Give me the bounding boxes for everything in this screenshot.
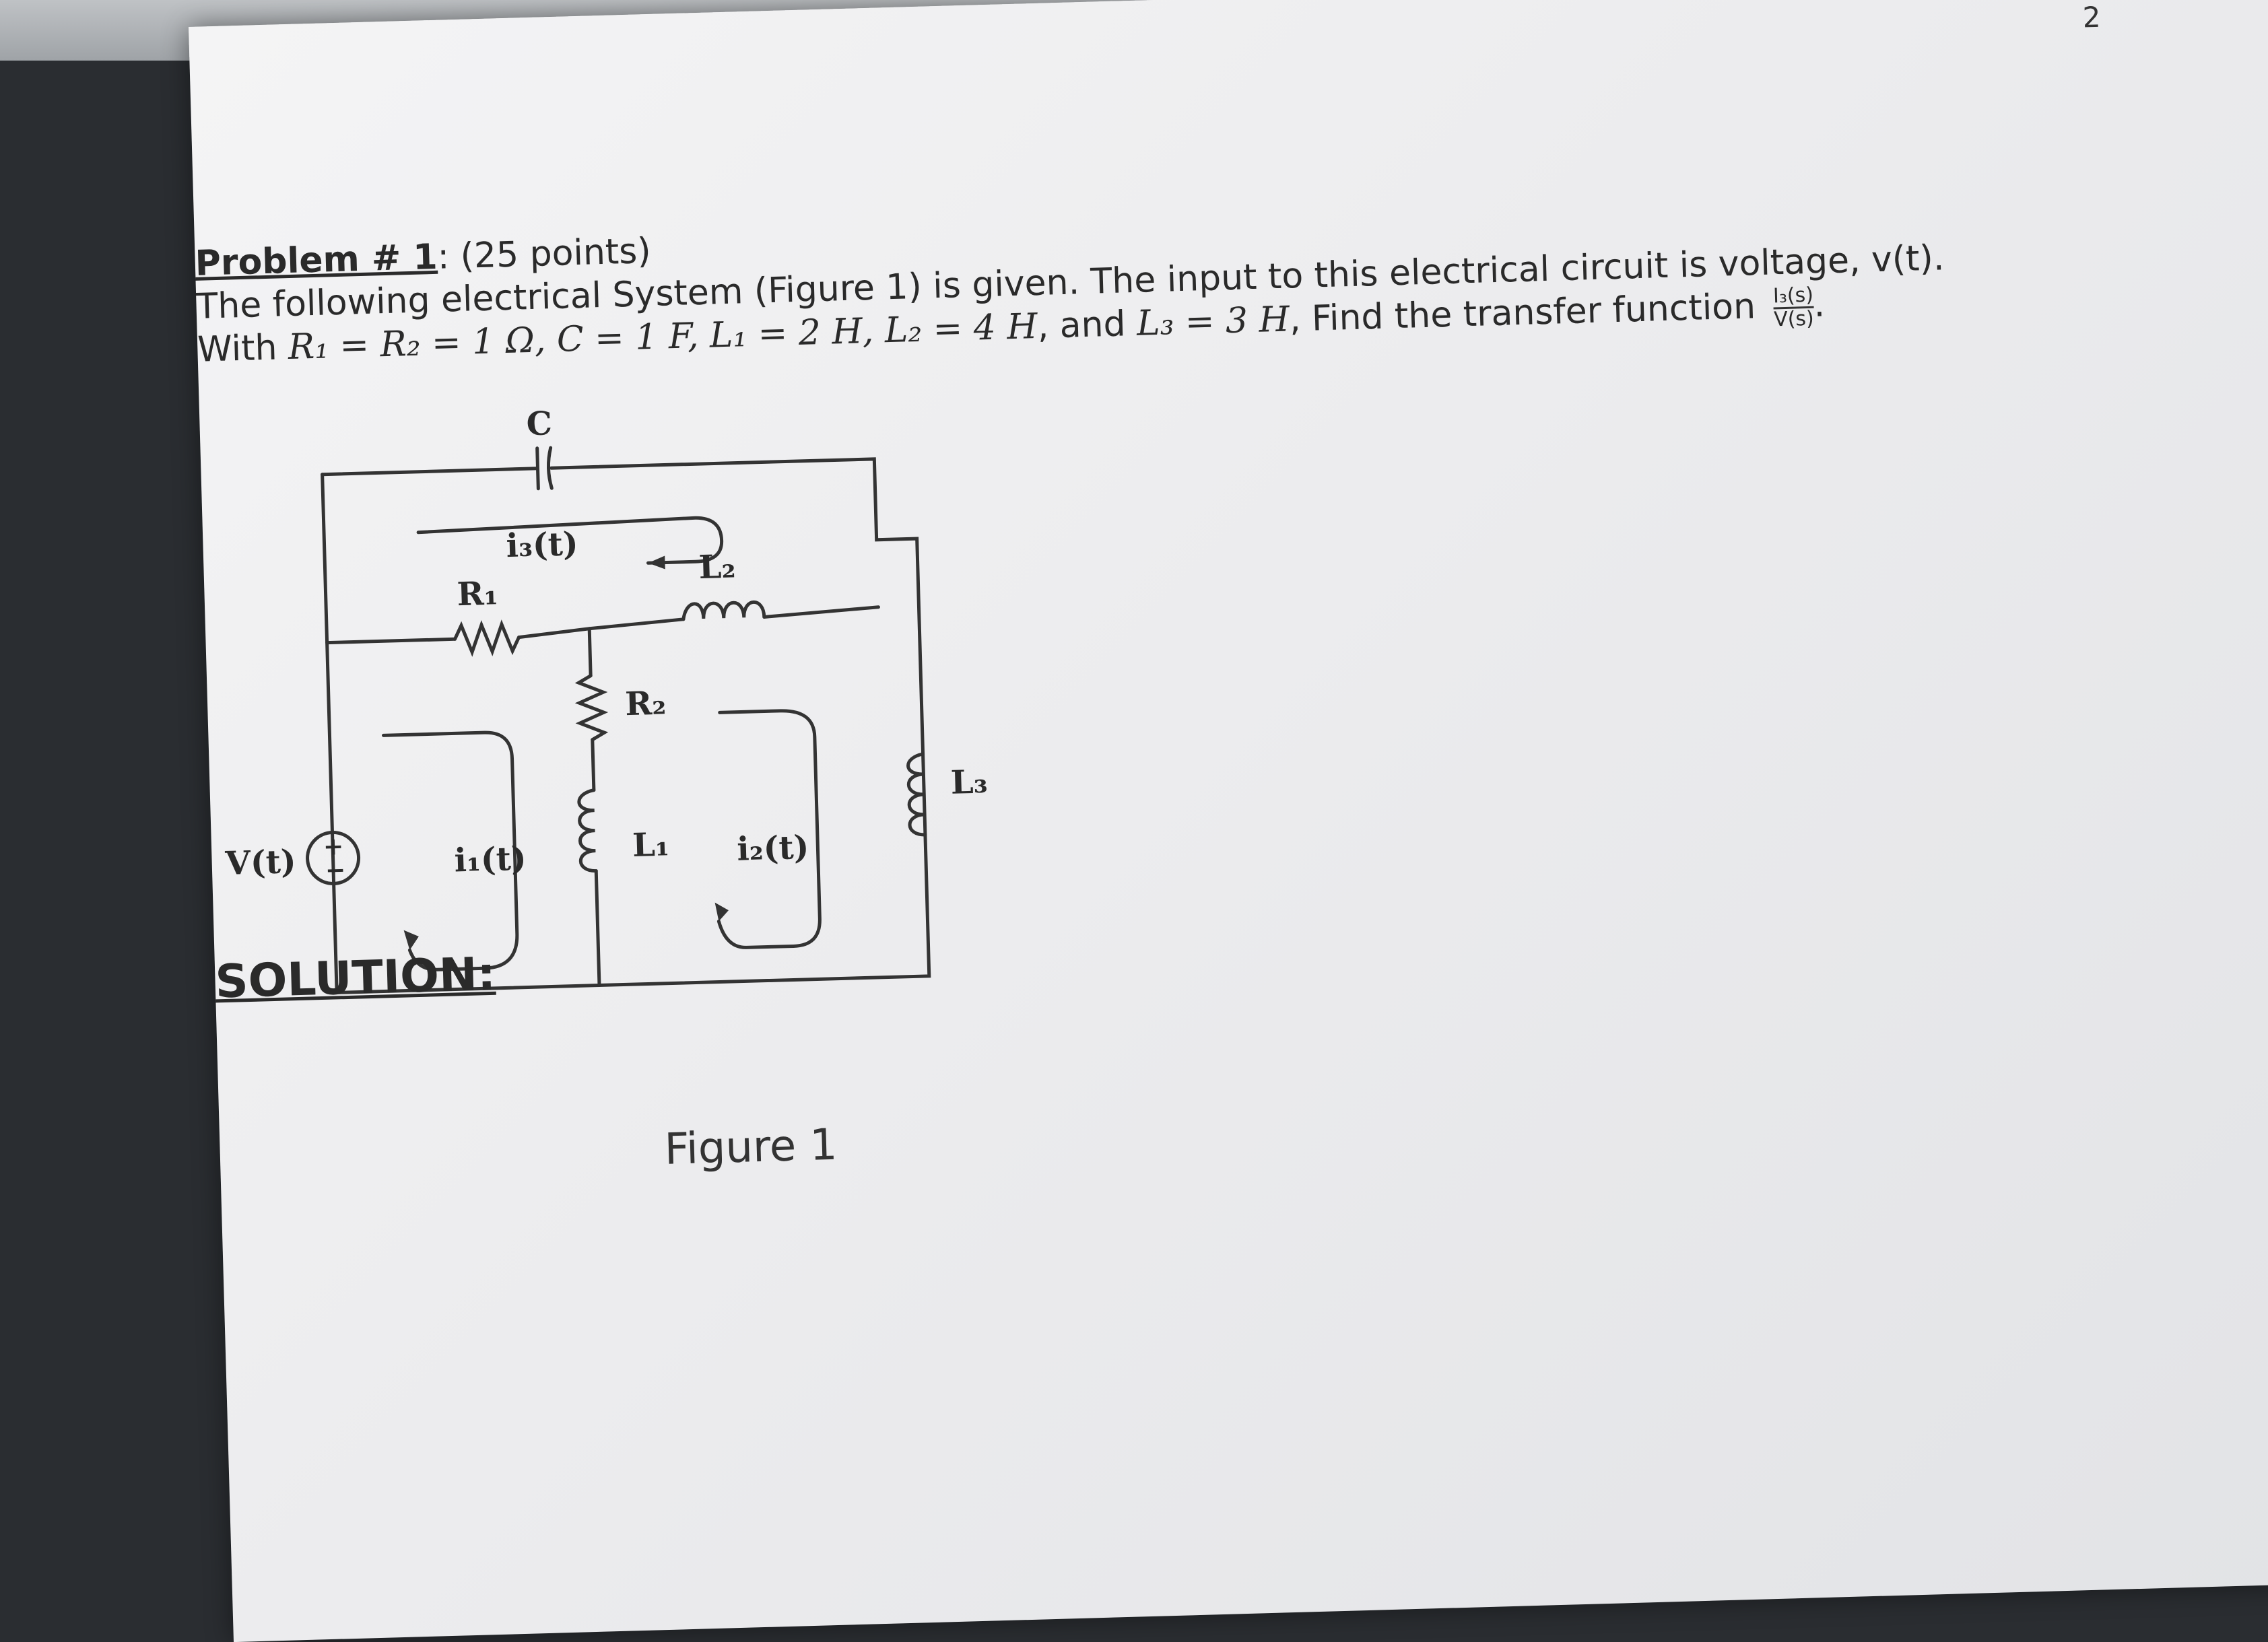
page-number: 2 — [2082, 0, 2102, 34]
wire-top-left — [321, 467, 540, 477]
label-i3: i₃(t) — [506, 525, 578, 565]
resistor-r2 — [574, 674, 609, 742]
label-c: C — [526, 405, 553, 443]
label-r1: R₁ — [457, 575, 498, 614]
capacitor-plate-right — [547, 446, 554, 490]
loop-i1-arrow — [381, 730, 519, 971]
wire-l1-bottom — [594, 869, 601, 988]
transfer-function-fraction: I₃(s)V(s) — [1772, 283, 1815, 331]
i1-arrowhead — [403, 930, 419, 951]
label-r2: R₂ — [625, 685, 667, 724]
voltage-source — [306, 830, 361, 885]
solution-heading: SOLUTION: — [214, 947, 497, 1009]
i3-arrowhead — [648, 555, 665, 570]
l3-value: L₃ = 3 H — [1136, 299, 1290, 344]
params-prefix: With — [197, 327, 289, 370]
tf-end: . — [1813, 284, 1826, 325]
figure-caption: Figure 1 — [663, 1120, 838, 1175]
problem-points: : (25 points) — [436, 230, 652, 277]
label-i1: i₁(t) — [454, 840, 527, 879]
tf-numerator: I₃(s) — [1772, 283, 1814, 309]
label-vt: V(t) — [224, 843, 296, 883]
wire-r2-l1 — [591, 738, 596, 792]
inductor-l3 — [906, 752, 927, 837]
source-plus: + — [323, 832, 343, 861]
wire-r2-top — [587, 627, 593, 678]
source-minus: − — [325, 856, 345, 885]
capacitor-plate-left — [535, 446, 540, 491]
wire-r1-node — [517, 617, 686, 640]
label-i2: i₂(t) — [737, 829, 809, 868]
wire-l2-right — [762, 605, 880, 619]
i2-arrowhead — [714, 902, 729, 922]
wire-outer-loop — [321, 457, 931, 994]
inductor-l2 — [681, 600, 766, 621]
problem-statement: Problem # 1: (25 points) The following e… — [195, 187, 2184, 375]
resistor-r1 — [453, 619, 521, 657]
tf-denominator: V(s) — [1773, 306, 1815, 331]
label-l1: L₁ — [632, 826, 669, 865]
exam-page: 2 Problem # 1: (25 points) The following… — [189, 0, 2268, 1642]
params-mid: , and — [1036, 303, 1137, 347]
wire-r1-left — [325, 637, 457, 645]
inductor-l1 — [577, 788, 598, 873]
circuit-figure: C R₁ i₃(t) L₂ R₂ L₁ L₃ i₁(t) i₂(t) V(t) … — [199, 376, 1231, 1177]
circuit-diagram: C R₁ i₃(t) L₂ R₂ L₁ L₃ i₁(t) i₂(t) V(t) … — [224, 405, 988, 994]
problem-heading: Problem # 1 — [194, 236, 438, 284]
label-l3: L₃ — [950, 763, 988, 802]
loop-i2-arrow — [716, 709, 822, 949]
label-l2: L₂ — [698, 548, 736, 587]
loop-i3-arrow — [416, 516, 724, 565]
